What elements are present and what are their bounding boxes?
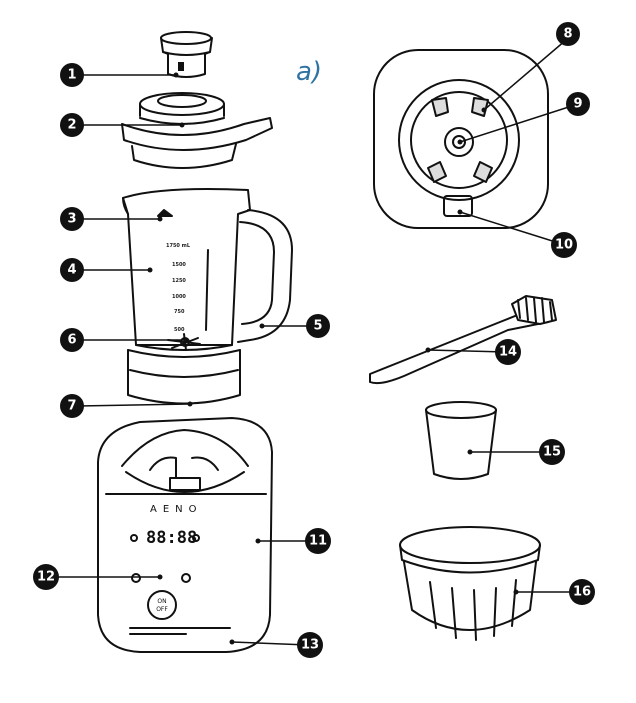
- motor-base: [97, 417, 273, 653]
- cleaning-brush: [369, 295, 557, 385]
- leader-dots: [147, 72, 519, 645]
- svg-text:7: 7: [67, 399, 76, 414]
- jug-scale-mark: 750: [174, 309, 185, 315]
- power-button-line1: ON: [157, 598, 166, 605]
- callout-2: 2: [60, 113, 84, 137]
- callout-5: 5: [306, 314, 330, 338]
- jug-scale-top: 1750 mL: [166, 243, 191, 249]
- svg-text:16: 16: [573, 585, 591, 600]
- figure-label: a): [296, 57, 322, 87]
- svg-text:5: 5: [313, 319, 322, 334]
- jug-scale-mark: 1000: [172, 294, 186, 300]
- svg-text:9: 9: [573, 97, 582, 112]
- callout-badges: 1 2 3 4 5 6 7 8 9 10 11 12 13 14 15 16: [33, 22, 595, 658]
- jug-scale: 1750 mL 1500 1250 1000 750 500: [166, 243, 191, 333]
- jug-scale-mark: 1250: [172, 278, 186, 284]
- svg-text:2: 2: [67, 118, 76, 133]
- svg-text:1: 1: [67, 68, 76, 83]
- power-button-line2: OFF: [156, 606, 168, 613]
- callout-11: 11: [305, 528, 331, 554]
- svg-text:14: 14: [499, 345, 517, 360]
- svg-text:6: 6: [67, 333, 76, 348]
- svg-text:12: 12: [37, 570, 55, 585]
- callout-10: 10: [551, 232, 577, 258]
- callout-4: 4: [60, 258, 84, 282]
- callout-14: 14: [495, 339, 521, 365]
- measuring-cap: [160, 31, 213, 78]
- blender-jug: [122, 188, 293, 405]
- callout-7: 7: [60, 394, 84, 418]
- callout-12: 12: [33, 564, 59, 590]
- callout-9: 9: [566, 92, 590, 116]
- callout-16: 16: [569, 579, 595, 605]
- jug-scale-mark: 1500: [172, 262, 186, 268]
- callout-15: 15: [539, 439, 565, 465]
- svg-text:10: 10: [555, 238, 573, 253]
- measuring-cup: [425, 401, 497, 480]
- callout-13: 13: [297, 632, 323, 658]
- leader-lines: [47, 39, 581, 646]
- svg-text:8: 8: [563, 27, 572, 42]
- svg-text:11: 11: [309, 534, 327, 549]
- svg-text:13: 13: [301, 638, 319, 653]
- callout-3: 3: [60, 207, 84, 231]
- display-readout: 88:88: [146, 528, 197, 548]
- filter-basket: [399, 526, 541, 641]
- jug-scale-mark: 500: [174, 327, 185, 333]
- brand-logo: AENO: [150, 504, 203, 515]
- callout-6: 6: [60, 328, 84, 352]
- svg-text:15: 15: [543, 445, 561, 460]
- jug-base-underside: [373, 49, 549, 229]
- callout-8: 8: [556, 22, 580, 46]
- svg-text:3: 3: [67, 212, 76, 227]
- callout-1: 1: [60, 63, 84, 87]
- jug-lid: [121, 92, 273, 169]
- svg-text:4: 4: [67, 263, 76, 278]
